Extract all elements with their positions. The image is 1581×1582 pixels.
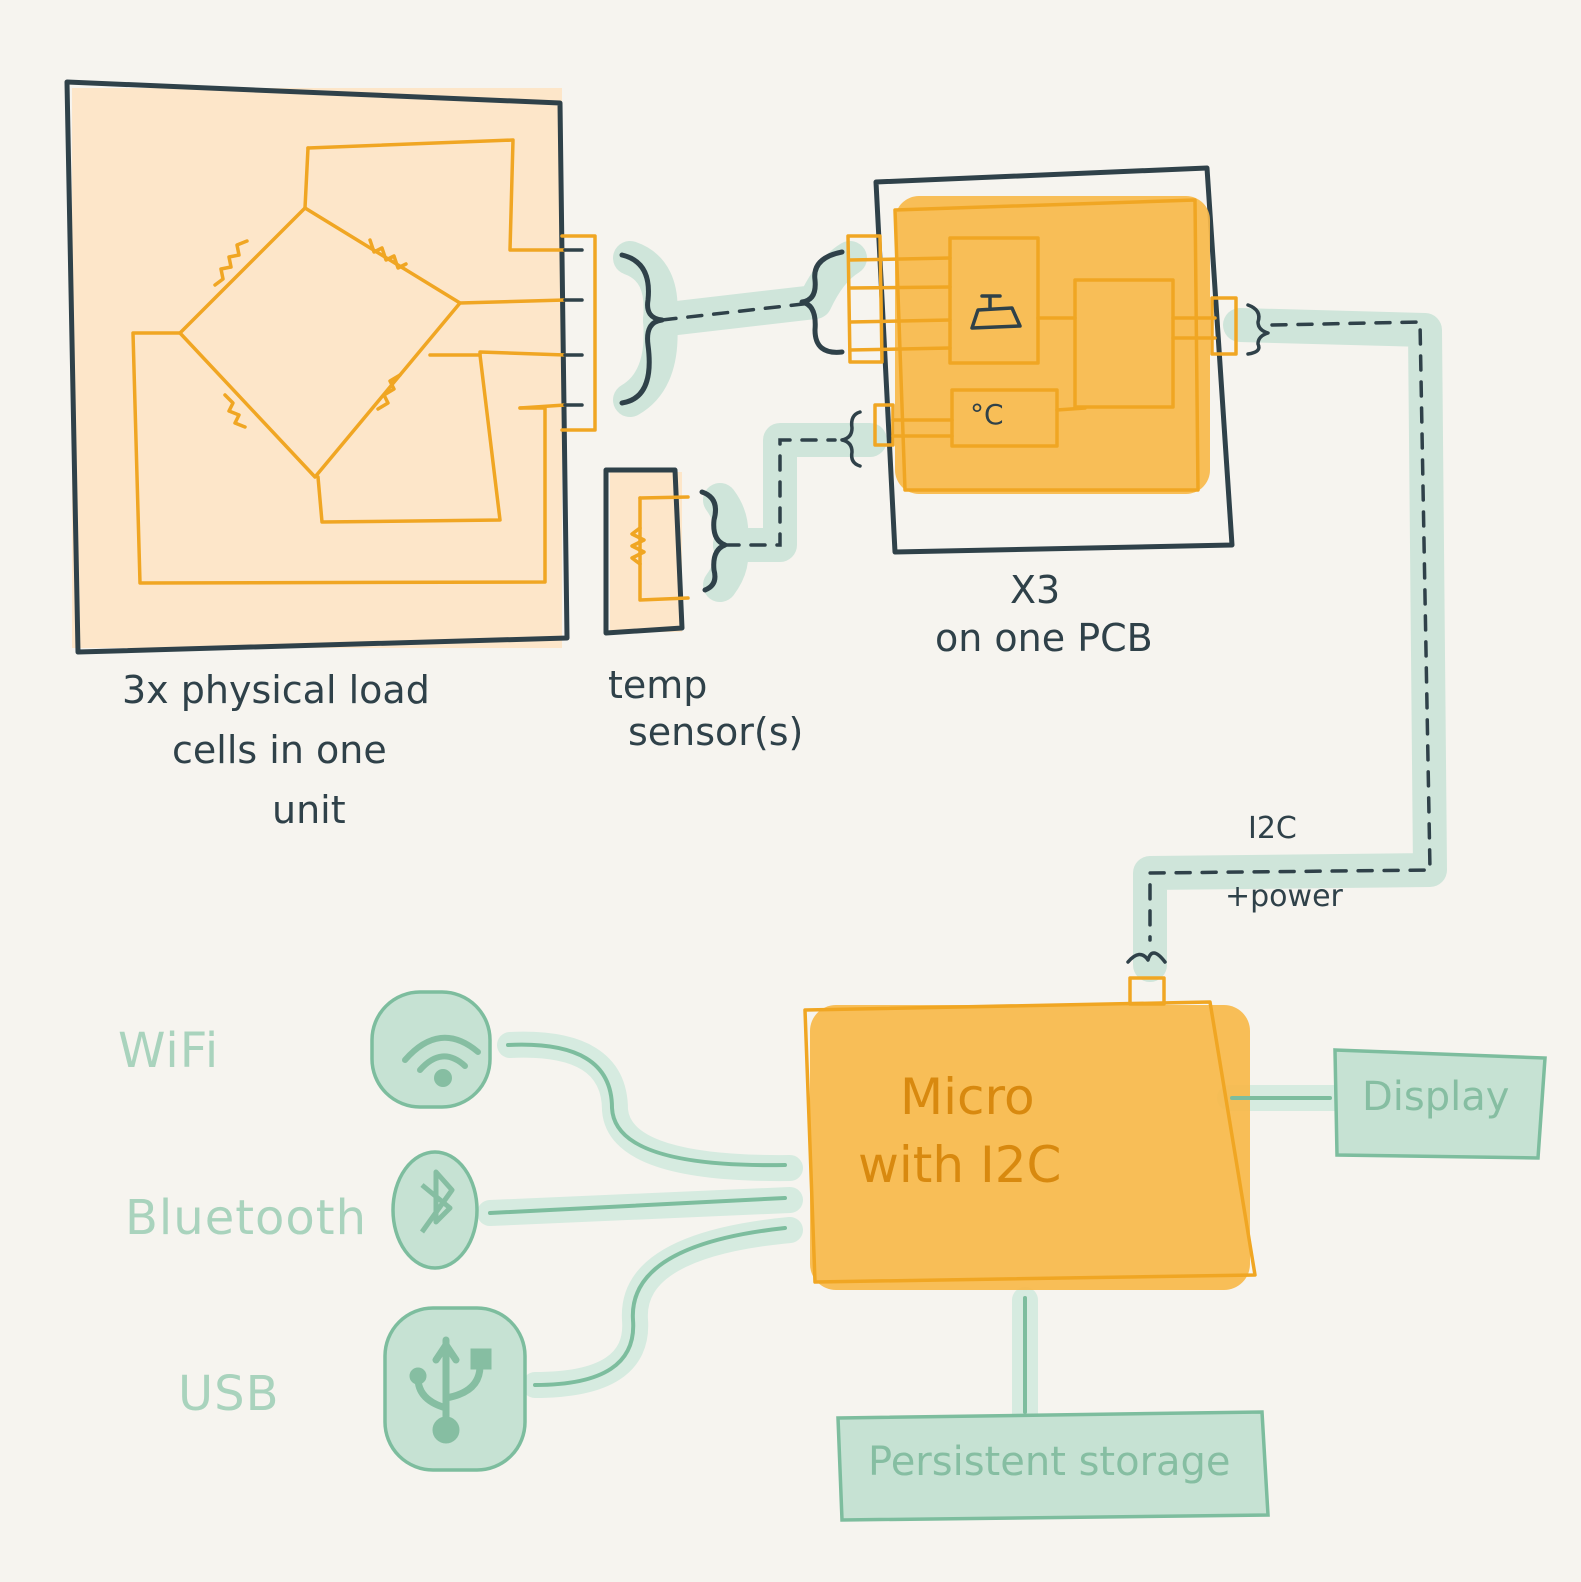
- load-cell-connector: [560, 234, 597, 432]
- load-cell-label-line3: unit: [272, 788, 346, 832]
- wifi-label: WiFi: [118, 1023, 220, 1079]
- load-cell-label-line1: 3x physical load: [122, 668, 430, 712]
- pcb-input-connector: [846, 234, 884, 364]
- wheatstone-bridge: [131, 138, 567, 585]
- bluetooth-label: Bluetooth: [125, 1190, 368, 1246]
- storage-label: Persistent storage: [868, 1439, 1231, 1485]
- temp-sensor-label-line1: temp: [608, 663, 708, 707]
- power-label: +power: [1225, 879, 1343, 914]
- usb-icon: [409, 1336, 492, 1444]
- micro-bus-brace: [1126, 951, 1167, 964]
- temp-sensor-link: [723, 438, 837, 547]
- i2c-label: I2C: [1248, 811, 1297, 846]
- display-box: [1333, 1048, 1547, 1160]
- peripherals: [370, 990, 1547, 1522]
- resistor-icon: [368, 238, 408, 270]
- temp-sensor-label-line2: sensor(s): [628, 710, 804, 754]
- load-cell-label-line2: cells in one: [172, 728, 387, 772]
- wifi-box: [370, 990, 492, 1109]
- display-label: Display: [1362, 1074, 1510, 1120]
- temp-sensor: [603, 410, 862, 636]
- thermistor-icon: [630, 526, 646, 566]
- usb-box: [383, 1306, 527, 1472]
- celsius-label: °C: [970, 398, 1004, 431]
- micro-label-line2: with I2C: [858, 1136, 1062, 1194]
- pcb-label-line2: on one PCB: [935, 616, 1153, 660]
- resistor-icon: [376, 373, 402, 411]
- micro-label-line1: Micro: [900, 1068, 1035, 1126]
- i2c-bus-line: [1148, 320, 1432, 942]
- pcb-output-connector: [1210, 296, 1238, 356]
- resistor-icon: [223, 393, 247, 429]
- usb-label: USB: [178, 1366, 280, 1422]
- pcb-label-line1: X3: [1010, 568, 1061, 612]
- bluetooth-icon: [419, 1169, 455, 1234]
- scale-icon: [970, 294, 1022, 330]
- resistor-icon: [213, 239, 249, 287]
- pcb-mcu-chip: [1073, 278, 1175, 409]
- wifi-icon: [402, 1034, 481, 1087]
- pcb-board: [846, 165, 1270, 555]
- temp-input-connector: [873, 403, 895, 447]
- micro-bus-connector: [1128, 976, 1166, 1006]
- adc-chip: [948, 236, 1040, 365]
- storage-box: [836, 1410, 1270, 1522]
- temp-chip: [950, 388, 1059, 448]
- pcb-input-brace: [799, 249, 845, 355]
- load-cell-unit: [64, 79, 597, 655]
- load-cell-link: [660, 301, 814, 322]
- micro-controller: [803, 976, 1257, 1290]
